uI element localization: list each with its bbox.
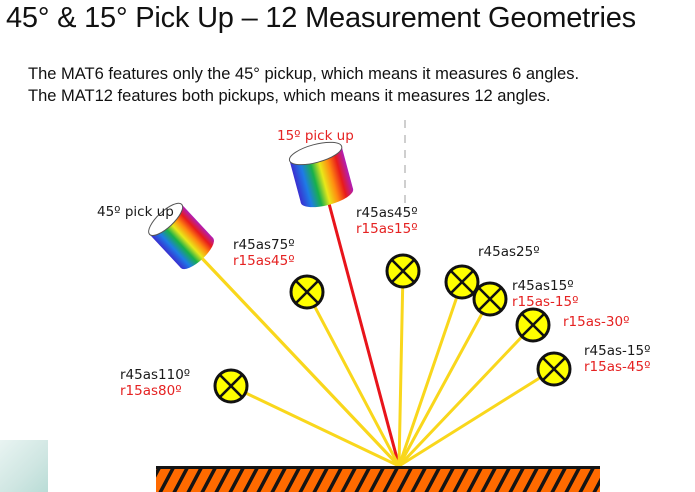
label-r15as-30: r15as-30º — [563, 314, 630, 330]
detector-as45-icon — [385, 253, 421, 289]
ray-as25 — [397, 280, 464, 468]
intro-line-mat12: The MAT12 features both pickups, which m… — [28, 87, 551, 105]
label-r45as25: r45as25º — [478, 244, 540, 260]
ray-group — [195, 194, 556, 468]
sample-surface — [156, 466, 600, 492]
slide-title: 45° & 15° Pick Up – 12 Measurement Geome… — [6, 2, 636, 34]
detector-as25-icon — [444, 264, 480, 300]
detector-as75-icon — [289, 274, 325, 310]
detector-group — [213, 253, 572, 404]
label-r15as-45: r15as-45º — [584, 359, 651, 375]
pickup-15-cylinder — [288, 141, 354, 208]
label-r15as15: r15as15º — [356, 221, 418, 237]
label-r15as80: r15as80º — [120, 383, 182, 399]
ray-incident-45 — [195, 251, 401, 468]
detector-as110-icon — [213, 368, 249, 404]
ray-as75 — [305, 290, 401, 468]
detector-asm30-icon — [515, 307, 551, 343]
ray-as45 — [397, 269, 405, 468]
ray-incident-15 — [325, 194, 401, 468]
label-r45as-15: r45as-15º — [584, 343, 651, 359]
label-r15as45: r15as45º — [233, 253, 295, 269]
intro-line-mat6: The MAT6 features only the 45° pickup, w… — [28, 65, 580, 83]
label-r45as15: r45as15º — [512, 278, 574, 294]
intro-text: The MAT6 features only the 45° pickup, w… — [28, 63, 579, 107]
pickup-45-label: 45º pick up — [97, 204, 174, 220]
label-r15as-15: r15as-15º — [512, 294, 579, 310]
ray-asm30 — [397, 323, 535, 468]
detector-asm15-icon — [536, 351, 572, 387]
label-r45as45: r45as45º — [356, 205, 418, 221]
ray-asm15 — [397, 367, 556, 468]
corner-decoration — [0, 440, 48, 492]
detector-as15-icon — [472, 281, 508, 317]
pickup-45-cylinder — [148, 202, 214, 270]
ray-as110 — [229, 384, 401, 468]
label-r45as75: r45as75º — [233, 237, 295, 253]
ray-as15 — [397, 297, 492, 468]
sample-surface-edge — [156, 466, 600, 469]
pickup-15-label: 15º pick up — [277, 128, 354, 144]
label-r45as110: r45as110º — [120, 367, 191, 383]
